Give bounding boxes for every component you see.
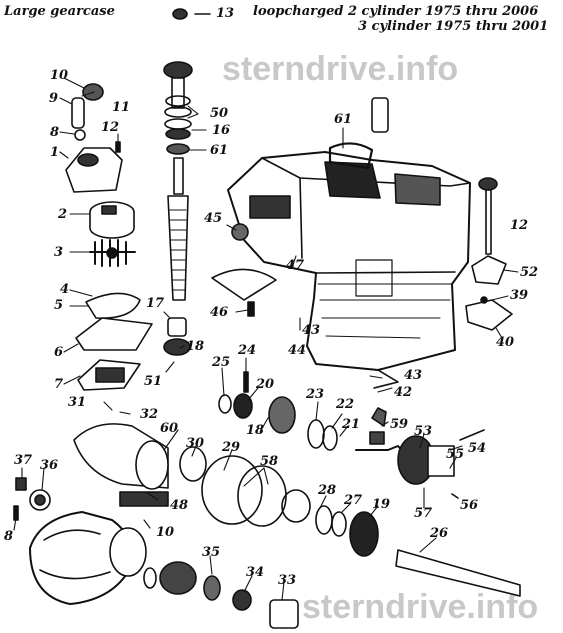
callout-52: 52 [520,265,539,280]
model-range-line-2: 3 cylinder 1975 thru 2001 [358,19,549,34]
callout-59: 59 [390,417,409,432]
callout-23: 23 [306,387,325,402]
callout-43b: 43 [404,368,423,383]
callout-2: 2 [58,207,68,222]
callout-46: 46 [210,305,229,320]
callout-4: 4 [60,282,70,297]
callout-10b: 10 [156,525,175,540]
callout-26: 26 [430,526,449,541]
callout-11: 11 [112,100,131,115]
callout-51: 51 [144,374,163,389]
top-right-parts [173,9,512,330]
callout-61b: 61 [210,143,229,158]
callout-18: 18 [186,339,205,354]
callout-12b: 12 [510,218,529,233]
callout-28: 28 [318,483,337,498]
callout-3: 3 [54,245,64,260]
callout-54: 54 [468,441,487,456]
callout-27: 27 [344,493,363,508]
callout-55: 55 [446,447,465,462]
callout-8b: 8 [4,529,14,544]
model-range-line-1: loopcharged 2 cylinder 1975 thru 2006 [253,4,539,19]
callout-1: 1 [50,145,60,160]
callout-56: 56 [460,498,479,513]
callout-20: 20 [256,377,275,392]
callout-31: 31 [68,395,87,410]
callout-37: 37 [14,453,33,468]
callout-10: 10 [50,68,69,83]
callout-45: 45 [204,211,223,226]
callout-47: 47 [286,258,305,273]
callout-61: 61 [334,112,353,127]
large-gearcase-housing [228,152,470,388]
water-pump-parts [66,84,152,390]
callout-36: 36 [40,458,59,473]
callout-33: 33 [278,573,297,588]
callout-5: 5 [54,298,64,313]
callout-57: 57 [414,506,433,521]
callout-7: 7 [54,377,64,392]
diagram-title: Large gearcase [4,4,115,19]
propeller-shaft-parts [144,224,520,628]
callout-29: 29 [222,440,241,455]
callout-22: 22 [336,397,355,412]
watermark-bottom: sterndrive.info [302,588,539,626]
callout-18b: 18 [246,423,265,438]
callout-42: 42 [394,385,413,400]
callout-44: 44 [288,343,307,358]
callout-6: 6 [54,345,64,360]
driveshaft-assembly [164,62,192,355]
leader-lines [14,78,518,600]
callout-39: 39 [510,288,529,303]
callout-40: 40 [496,335,515,350]
callout-48: 48 [170,498,189,513]
callout-13: 13 [216,6,235,21]
callout-25: 25 [212,355,231,370]
callout-58: 58 [260,454,279,469]
callout-30: 30 [186,436,205,451]
callout-43: 43 [302,323,321,338]
callout-8: 8 [50,125,60,140]
callout-24: 24 [238,343,257,358]
callout-12: 12 [101,120,120,135]
callout-50: 50 [210,106,229,121]
callout-32: 32 [140,407,159,422]
callout-60: 60 [160,421,179,436]
callout-9: 9 [49,91,59,106]
callout-16: 16 [212,123,231,138]
callout-34: 34 [246,565,265,580]
callout-19: 19 [372,497,391,512]
propeller-and-exhaust-housing [14,424,168,604]
callout-21: 21 [342,417,361,432]
callout-17: 17 [146,296,165,311]
callout-35: 35 [202,545,221,560]
watermark-top: sterndrive.info [222,50,459,88]
callout-53: 53 [414,424,433,439]
